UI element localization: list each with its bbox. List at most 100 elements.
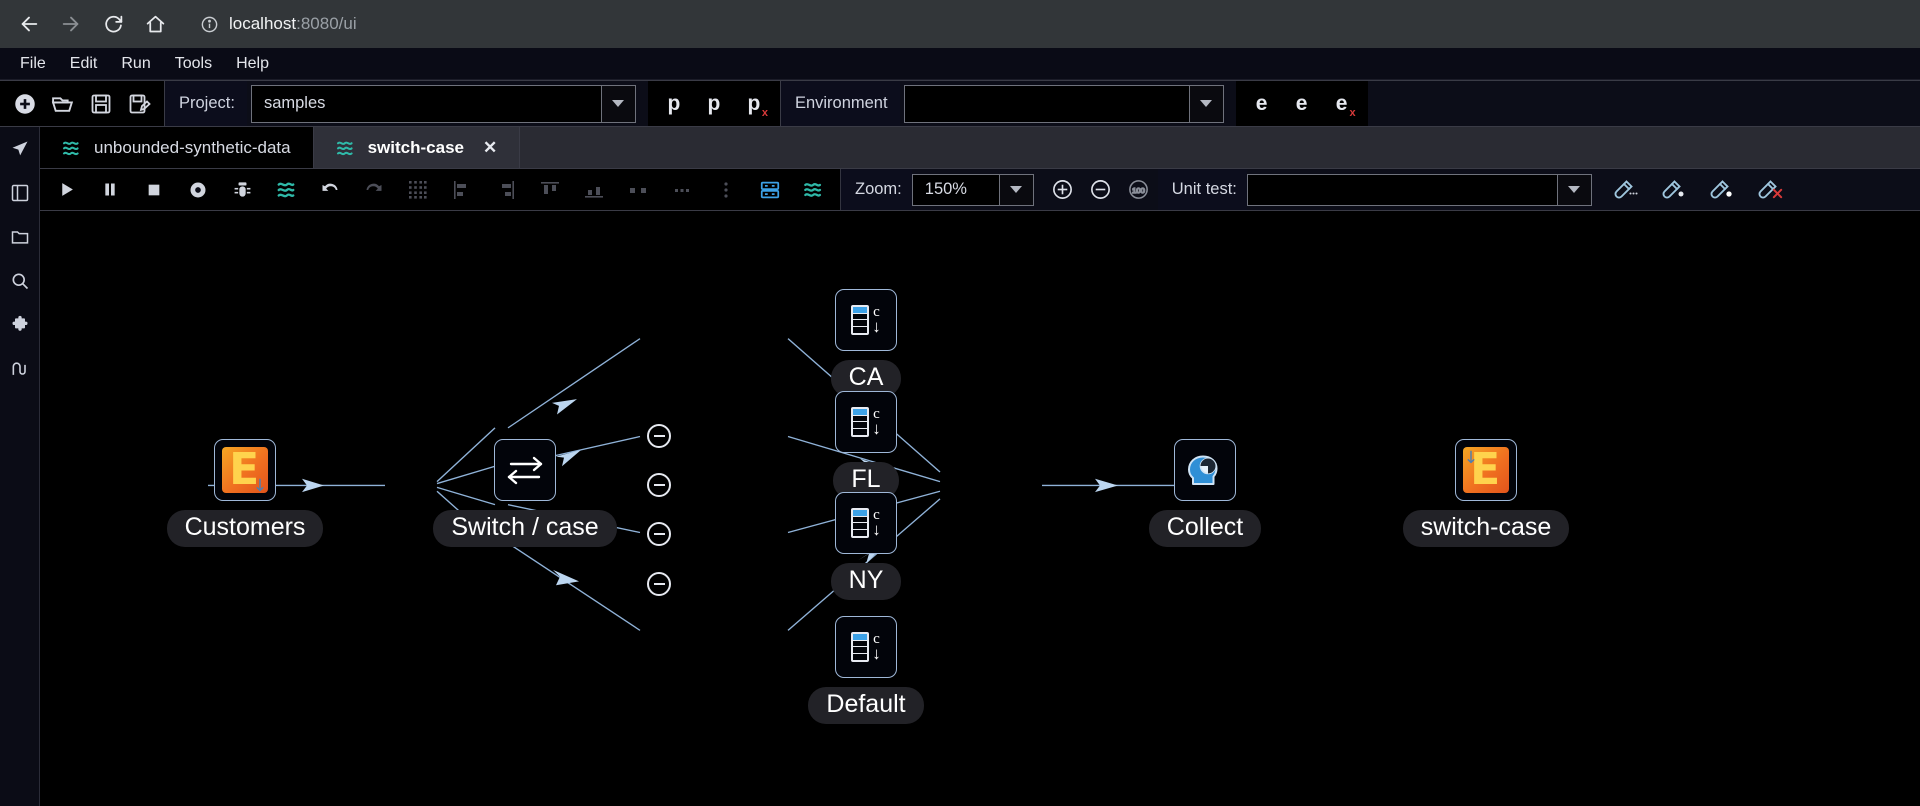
bigquery-source-icon[interactable]: Ǝ ↘: [214, 439, 276, 501]
switch-arrows-icon[interactable]: [494, 439, 556, 501]
database-icon[interactable]: [748, 173, 792, 207]
info-circle-icon[interactable]: [200, 15, 219, 34]
left-rail: [0, 127, 40, 806]
menu-item-run[interactable]: Run: [121, 54, 151, 72]
chevron-down-icon[interactable]: [1188, 85, 1223, 122]
undo-icon[interactable]: [308, 173, 352, 207]
distribute-vertical-icon[interactable]: [660, 173, 704, 207]
search-icon[interactable]: [4, 265, 36, 297]
column-stack: [851, 407, 870, 437]
environment-value[interactable]: [904, 85, 1189, 122]
pause-icon[interactable]: [88, 173, 132, 207]
more-options-icon[interactable]: [704, 173, 748, 207]
test-tube-save-icon[interactable]: [1702, 173, 1740, 207]
menu-item-tools[interactable]: Tools: [174, 54, 213, 72]
debug-bug-icon[interactable]: [220, 173, 264, 207]
environment-new-glyph: e: [1255, 91, 1268, 115]
grid-snap-icon[interactable]: [396, 173, 440, 207]
test-tube-add-icon[interactable]: [1654, 173, 1692, 207]
switch-out-port-3[interactable]: [647, 522, 671, 546]
align-left-icon[interactable]: [440, 173, 484, 207]
close-icon[interactable]: ✕: [482, 137, 498, 157]
pipeline-new-icon[interactable]: p: [654, 85, 694, 123]
test-tube-run-icon[interactable]: [1606, 173, 1644, 207]
column-stack: [851, 632, 870, 662]
menu-item-help[interactable]: Help: [236, 54, 269, 72]
home-button[interactable]: [136, 5, 174, 43]
reload-button[interactable]: [94, 5, 132, 43]
align-bottom-icon[interactable]: [572, 173, 616, 207]
unit-test-combo[interactable]: [1246, 173, 1592, 206]
back-button[interactable]: [10, 5, 48, 43]
test-tube-delete-icon[interactable]: [1750, 173, 1788, 207]
chevron-down-icon[interactable]: [600, 85, 635, 122]
canvas-toolbar: Zoom: 150% 100 Unit test:: [40, 169, 1920, 211]
switch-out-port-2[interactable]: [647, 473, 671, 497]
case-arrow-glyph: ↓: [872, 520, 881, 539]
cursor-pointer-icon[interactable]: [4, 133, 36, 165]
switch-out-port-1[interactable]: [647, 424, 671, 448]
redo-icon[interactable]: [352, 173, 396, 207]
zoom-in-icon[interactable]: [1044, 173, 1082, 207]
distribute-horizontal-icon[interactable]: [616, 173, 660, 207]
zoom-out-icon[interactable]: [1082, 173, 1120, 207]
column-select-icon[interactable]: c↓: [835, 391, 897, 453]
environment-new-icon[interactable]: e: [1242, 85, 1282, 123]
align-top-icon[interactable]: [528, 173, 572, 207]
puzzle-plugin-icon[interactable]: [4, 309, 36, 341]
tab-switch-case[interactable]: switch-case ✕: [313, 127, 521, 168]
save-as-icon[interactable]: [120, 85, 158, 123]
zoom-value[interactable]: 150%: [912, 174, 999, 205]
tab-unbounded-synthetic-data[interactable]: unbounded-synthetic-data: [40, 127, 314, 168]
forward-button[interactable]: [52, 5, 90, 43]
project-value[interactable]: samples: [251, 85, 601, 122]
tab-label: switch-case: [367, 137, 464, 157]
environment-delete-badge: x: [1349, 106, 1356, 119]
environment-combo[interactable]: [903, 84, 1224, 123]
case-c-glyph: c: [873, 304, 880, 320]
address-bar[interactable]: localhost:8080/ui: [186, 7, 1910, 41]
open-folder-icon[interactable]: [44, 85, 82, 123]
panel-layout-icon[interactable]: [4, 177, 36, 209]
run-icon[interactable]: [44, 173, 88, 207]
chevron-down-icon[interactable]: [998, 174, 1033, 205]
project-combo[interactable]: samples: [250, 84, 636, 123]
case-c-glyph: c: [873, 631, 880, 647]
pipeline-copy-glyph: p: [707, 91, 721, 115]
save-icon[interactable]: [82, 85, 120, 123]
pipeline-canvas[interactable]: Ǝ ↘ Customers Switch / case: [40, 211, 1920, 806]
unit-test-value[interactable]: [1247, 174, 1557, 205]
switch-out-port-4[interactable]: [647, 572, 671, 596]
column-select-icon[interactable]: c↓: [835, 492, 897, 554]
graph-curve-icon[interactable]: [4, 353, 36, 385]
zoom-reset-100-icon[interactable]: 100: [1120, 173, 1158, 207]
tab-label: unbounded-synthetic-data: [94, 137, 291, 157]
column-stack: [851, 305, 870, 335]
preview-eye-icon[interactable]: [176, 173, 220, 207]
environment-edit-icon[interactable]: e: [1282, 85, 1322, 123]
collect-brain-icon[interactable]: [1174, 439, 1236, 501]
brand-b-logo: Ǝ ↘: [222, 447, 268, 493]
column-select-icon[interactable]: c↓: [835, 289, 897, 351]
pipeline-copy-icon[interactable]: p: [694, 85, 734, 123]
file-actions-group: [0, 81, 165, 126]
stop-icon[interactable]: [132, 173, 176, 207]
folder-icon[interactable]: [4, 221, 36, 253]
chevron-down-icon[interactable]: [1556, 174, 1591, 205]
stream-waves-icon[interactable]: [264, 173, 308, 207]
zoom-combo[interactable]: 150%: [911, 173, 1034, 206]
browser-toolbar: localhost:8080/ui: [0, 0, 1920, 48]
tab-strip: unbounded-synthetic-data switch-case ✕: [40, 127, 1920, 169]
node-label: Switch / case: [433, 510, 617, 547]
menu-item-file[interactable]: File: [20, 54, 46, 72]
case-arrow-glyph: ↓: [872, 419, 881, 438]
waves-teal-icon[interactable]: [792, 173, 836, 207]
align-right-icon[interactable]: [484, 173, 528, 207]
bigquery-sink-icon[interactable]: Ǝ ↘: [1455, 439, 1517, 501]
column-select-icon[interactable]: c↓: [835, 616, 897, 678]
menu-item-edit[interactable]: Edit: [69, 54, 98, 72]
new-icon[interactable]: [6, 85, 44, 123]
